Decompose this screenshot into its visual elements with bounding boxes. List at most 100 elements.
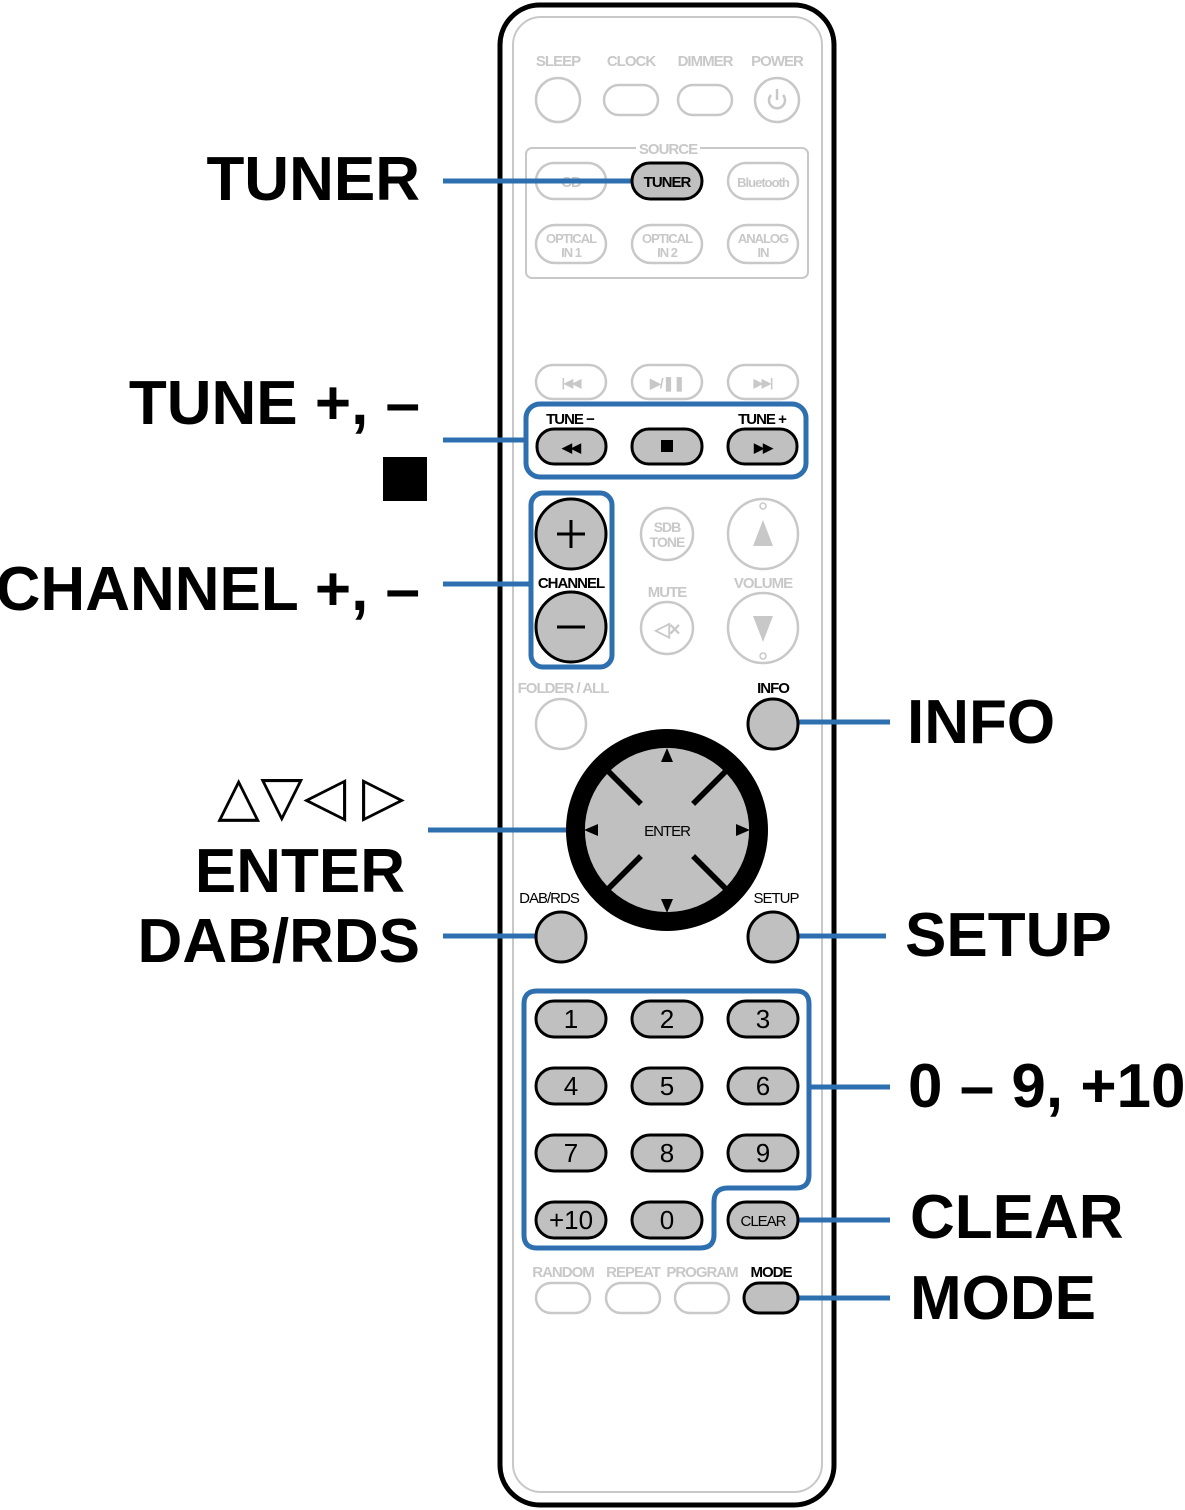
volume-label: VOLUME bbox=[734, 575, 793, 592]
analog-in-label: ANALOG bbox=[738, 231, 789, 246]
number-label: 4 bbox=[564, 1071, 578, 1101]
number-button[interactable] bbox=[726, 999, 800, 1039]
clear-callout: CLEAR bbox=[910, 1183, 1124, 1252]
folder-all-label: FOLDER / ALL bbox=[518, 680, 610, 697]
channel-highlight bbox=[528, 490, 615, 670]
next-button[interactable] bbox=[726, 363, 800, 401]
optical-in1-label-2: IN 1 bbox=[561, 245, 582, 260]
plus-icon bbox=[557, 520, 585, 548]
mode-button[interactable] bbox=[742, 1281, 800, 1315]
up-button[interactable] bbox=[611, 747, 723, 803]
number-label: 3 bbox=[756, 1004, 770, 1034]
dab-rds-label: DAB/RDS bbox=[519, 890, 580, 907]
number-label: 6 bbox=[756, 1071, 770, 1101]
arrows-callout: △▽◁ ▷ bbox=[217, 764, 405, 827]
repeat-button[interactable] bbox=[604, 1281, 662, 1315]
bluetooth-label: Bluetooth bbox=[737, 175, 790, 190]
optical-in1-button[interactable] bbox=[534, 223, 608, 265]
number-label: 2 bbox=[660, 1004, 674, 1034]
number-label: 0 bbox=[660, 1205, 674, 1235]
tone-label: TONE bbox=[650, 534, 685, 550]
previous-icon: |◀◀ bbox=[562, 376, 583, 390]
number-label: 7 bbox=[564, 1138, 578, 1168]
previous-button[interactable] bbox=[534, 363, 608, 401]
left-arrow-icon bbox=[584, 824, 598, 836]
mode-label: MODE bbox=[751, 1264, 793, 1281]
fast-forward-icon: ▶▶ bbox=[753, 440, 774, 455]
sdb-tone-button[interactable] bbox=[639, 506, 695, 562]
source-label: SOURCE bbox=[639, 141, 698, 158]
setup-label: SETUP bbox=[753, 890, 799, 907]
number-button[interactable] bbox=[534, 1066, 608, 1106]
dimmer-button[interactable] bbox=[676, 83, 734, 117]
enter-button[interactable] bbox=[630, 793, 704, 867]
tune-minus-button[interactable] bbox=[535, 427, 608, 466]
number-label: 8 bbox=[660, 1138, 674, 1168]
sleep-button[interactable] bbox=[534, 76, 582, 124]
down-button[interactable] bbox=[611, 857, 723, 913]
play-pause-button[interactable] bbox=[630, 363, 704, 401]
setup-button[interactable] bbox=[746, 910, 800, 964]
power-label: POWER bbox=[751, 53, 804, 70]
optical-in2-button[interactable] bbox=[630, 223, 704, 265]
random-label: RANDOM bbox=[532, 1264, 594, 1281]
program-label: PROGRAM bbox=[666, 1264, 738, 1281]
optical-in1-label: OPTICAL bbox=[546, 231, 597, 246]
number-button[interactable] bbox=[630, 1133, 704, 1173]
number-button[interactable] bbox=[630, 999, 704, 1039]
number-label: 9 bbox=[756, 1138, 770, 1168]
dab-rds-button[interactable] bbox=[534, 910, 588, 964]
clock-button[interactable] bbox=[602, 83, 660, 117]
tune-highlight bbox=[523, 401, 809, 480]
dimmer-label: DIMMER bbox=[678, 53, 734, 70]
mute-icon: ◁× bbox=[653, 619, 679, 641]
number-button[interactable] bbox=[726, 1133, 800, 1173]
info-callout: INFO bbox=[907, 688, 1055, 757]
number-button[interactable] bbox=[630, 1200, 704, 1240]
number-button[interactable] bbox=[726, 1066, 800, 1106]
number-label: 5 bbox=[660, 1071, 674, 1101]
volume-down-icon bbox=[753, 616, 773, 642]
tune-plus-button[interactable] bbox=[726, 427, 799, 466]
right-button[interactable] bbox=[694, 774, 750, 886]
repeat-label: REPEAT bbox=[606, 1264, 661, 1281]
enter-callout: ENTER bbox=[195, 837, 405, 906]
stop-callout-icon bbox=[383, 457, 427, 501]
mode-callout: MODE bbox=[910, 1264, 1096, 1333]
stop-icon bbox=[661, 440, 673, 452]
folder-all-button[interactable] bbox=[534, 697, 588, 751]
tuner-callout: TUNER bbox=[206, 145, 420, 214]
tuner-button[interactable] bbox=[630, 161, 704, 201]
analog-in-button[interactable] bbox=[726, 223, 800, 265]
number-button[interactable] bbox=[630, 1066, 704, 1106]
bluetooth-button[interactable] bbox=[726, 161, 800, 201]
rewind-icon: ◀◀ bbox=[561, 440, 582, 455]
program-button[interactable] bbox=[673, 1281, 731, 1315]
analog-in-label-2: IN bbox=[758, 245, 770, 260]
mute-button[interactable] bbox=[639, 600, 695, 656]
enter-label: ENTER bbox=[644, 823, 691, 840]
numbers-highlight bbox=[521, 988, 812, 1251]
remote-inner-border bbox=[512, 16, 823, 1493]
info-button[interactable] bbox=[746, 697, 800, 751]
number-button[interactable] bbox=[534, 999, 608, 1039]
tune-plus-label: TUNE + bbox=[738, 411, 787, 428]
left-button[interactable] bbox=[584, 774, 640, 886]
mute-label: MUTE bbox=[648, 584, 687, 601]
power-icon bbox=[767, 89, 787, 110]
tune-callout: TUNE +, – bbox=[129, 369, 420, 438]
number-button[interactable] bbox=[534, 1200, 608, 1240]
tune-minus-label: TUNE − bbox=[546, 411, 595, 428]
right-arrow-icon bbox=[736, 824, 750, 836]
random-button[interactable] bbox=[534, 1281, 592, 1315]
clear-button[interactable] bbox=[726, 1200, 800, 1240]
optical-in2-label-2: IN 2 bbox=[657, 245, 678, 260]
channel-callout: CHANNEL +, – bbox=[0, 555, 420, 624]
number-label: +10 bbox=[549, 1205, 593, 1235]
tuner-button-label: TUNER bbox=[644, 174, 692, 191]
info-label: INFO bbox=[757, 680, 790, 697]
sleep-label: SLEEP bbox=[536, 53, 581, 70]
number-button[interactable] bbox=[534, 1133, 608, 1173]
number-label: 1 bbox=[564, 1004, 578, 1034]
